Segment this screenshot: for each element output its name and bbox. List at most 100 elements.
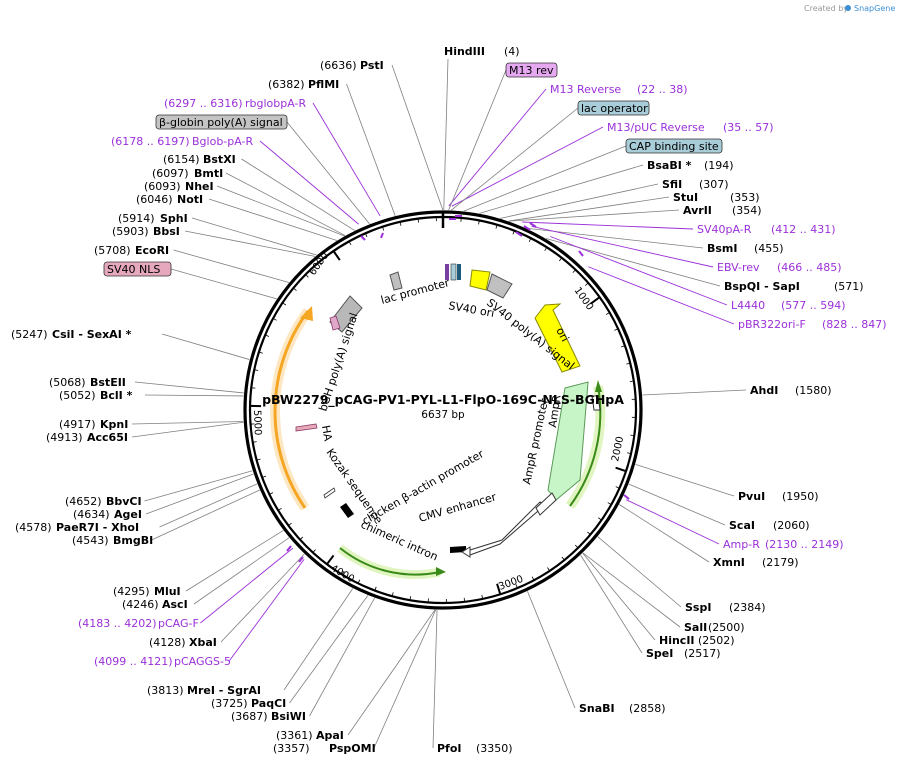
site-name[interactable]: BclI * xyxy=(100,389,133,402)
site-name[interactable]: SfiI xyxy=(662,178,682,191)
primer-name[interactable]: L4440 xyxy=(731,299,765,312)
primer-name[interactable]: Amp-R xyxy=(723,538,760,551)
feature-label-cmv-enhancer: CMV enhancer xyxy=(417,490,498,525)
site-name[interactable]: PstI xyxy=(360,59,384,72)
site-position: (3350) xyxy=(476,742,513,755)
primer-range: (466 .. 485) xyxy=(777,261,842,274)
sv40-ori-feature[interactable] xyxy=(469,269,491,291)
ruler-minor-tick xyxy=(587,531,591,535)
site-position: (6097) xyxy=(152,167,189,180)
site-name[interactable]: PvuI xyxy=(738,490,765,503)
site-position: (3813) xyxy=(147,684,184,697)
primer-marks xyxy=(286,215,630,563)
feature-box[interactable] xyxy=(103,261,172,277)
outer-labels: (4)HindIII(6636)PstI(6382)PflMI(6154)Bst… xyxy=(11,45,887,755)
site-name[interactable]: BstEII xyxy=(90,376,126,389)
site-name[interactable]: BmtI xyxy=(194,167,223,180)
feature-box[interactable] xyxy=(155,114,288,130)
primer-name[interactable]: Bglob-pA-R xyxy=(192,135,254,148)
site-name[interactable]: CsiI - SexAI * xyxy=(52,328,132,341)
ruler-minor-tick xyxy=(374,586,377,591)
site-position: (5068) xyxy=(49,376,86,389)
site-name[interactable]: PaqCI xyxy=(251,697,286,710)
site-leader-line xyxy=(159,483,258,528)
ha-feature[interactable] xyxy=(295,423,318,432)
site-name[interactable]: AvrII xyxy=(683,204,712,217)
site-leader-line xyxy=(580,554,643,654)
kozak-feature[interactable] xyxy=(323,487,336,499)
site-name[interactable]: ApaI xyxy=(316,729,344,742)
site-name[interactable]: PspOMI xyxy=(329,742,376,755)
site-name[interactable]: NheI xyxy=(185,180,214,193)
cmv-enhancer-feature[interactable] xyxy=(535,492,557,516)
cap-site-mark xyxy=(457,264,461,280)
primer-name[interactable]: SV40pA-R xyxy=(697,223,752,236)
feature-box[interactable] xyxy=(577,100,650,116)
site-name[interactable]: XbaI xyxy=(189,636,217,649)
site-name[interactable]: BsmI xyxy=(707,242,738,255)
site-name[interactable]: SnaBI xyxy=(579,702,615,715)
site-position: (4543) xyxy=(72,534,109,547)
primer-name[interactable]: M13 Reverse xyxy=(550,83,621,96)
flpo-feature[interactable] xyxy=(273,310,310,509)
site-position: (2858) xyxy=(629,702,666,715)
primer-name[interactable]: pBR322ori-F xyxy=(738,318,806,331)
site-name[interactable]: BbsI xyxy=(153,225,180,238)
site-name[interactable]: HincII xyxy=(659,634,695,647)
feature-box[interactable] xyxy=(625,138,723,154)
ruler-minor-tick xyxy=(614,328,619,331)
ruler-minor-tick xyxy=(341,570,345,575)
sv40-polya-feature[interactable] xyxy=(486,273,513,299)
site-leader-line xyxy=(373,609,437,749)
site-name[interactable]: SspI xyxy=(685,601,711,614)
primer-name[interactable]: rbglobpA-R xyxy=(245,97,306,110)
site-name[interactable]: PfoI xyxy=(437,742,462,755)
site-name[interactable]: StuI xyxy=(673,191,698,204)
site-name[interactable]: AscI xyxy=(162,598,188,611)
primer-name[interactable]: EBV-rev xyxy=(717,261,760,274)
site-name[interactable]: NotI xyxy=(177,193,203,206)
primer-name[interactable]: pCAGGS-5 xyxy=(174,655,231,668)
site-name[interactable]: BmgBI xyxy=(113,534,153,547)
site-leader-line xyxy=(289,595,369,704)
ampr-promoter-feature[interactable] xyxy=(591,395,601,411)
site-name[interactable]: BspQI - SapI xyxy=(724,280,800,293)
site-position: (3725) xyxy=(211,697,248,710)
site-name[interactable]: Acc65I xyxy=(87,431,128,444)
primer-name[interactable]: M13/pUC Reverse xyxy=(607,121,705,134)
plasmid-size: 6637 bp xyxy=(421,409,465,421)
chimeric-intron-feature[interactable] xyxy=(339,547,441,576)
site-name[interactable]: BsiWI xyxy=(271,710,306,723)
site-name[interactable]: BstXI xyxy=(203,153,236,166)
site-name[interactable]: KpnI xyxy=(100,418,128,431)
site-name[interactable]: AgeI xyxy=(114,508,142,521)
site-position: (5903) xyxy=(112,225,149,238)
site-name[interactable]: SpeI xyxy=(646,647,673,660)
site-name[interactable]: XmnI xyxy=(713,556,745,569)
site-name[interactable]: AhdI xyxy=(750,384,778,397)
site-name[interactable]: PflMI xyxy=(308,78,339,91)
primer-name[interactable]: pCAG-F xyxy=(158,617,199,630)
site-name[interactable]: MluI xyxy=(154,585,181,598)
site-name[interactable]: BsaBI * xyxy=(647,159,692,172)
cba-promoter-feature[interactable] xyxy=(461,501,546,558)
site-name[interactable]: BbvCI xyxy=(106,495,142,508)
site-name[interactable]: ScaI xyxy=(729,519,755,532)
ruler-minor-tick xyxy=(515,584,518,589)
site-name[interactable]: EcoRI xyxy=(135,244,169,257)
site-leader-line xyxy=(635,463,735,497)
site-name[interactable]: PaeR7I - XhoI xyxy=(56,521,139,534)
ruler-minor-tick xyxy=(409,596,412,601)
site-name[interactable]: HindIII xyxy=(444,45,485,58)
site-position: (6046) xyxy=(136,193,173,206)
primer-range: (4099 .. 4121) xyxy=(94,655,173,668)
site-name[interactable]: SalI xyxy=(684,621,707,634)
ampr-feature[interactable] xyxy=(547,381,589,501)
site-name[interactable]: MreI - SgrAI xyxy=(187,684,261,697)
primer-leader-line xyxy=(588,266,735,325)
lac-promoter-feature[interactable] xyxy=(389,271,403,291)
site-position: (6382) xyxy=(268,78,305,91)
ori-feature[interactable] xyxy=(534,303,581,373)
site-name[interactable]: SphI xyxy=(160,212,188,225)
feature-box[interactable] xyxy=(505,62,558,78)
